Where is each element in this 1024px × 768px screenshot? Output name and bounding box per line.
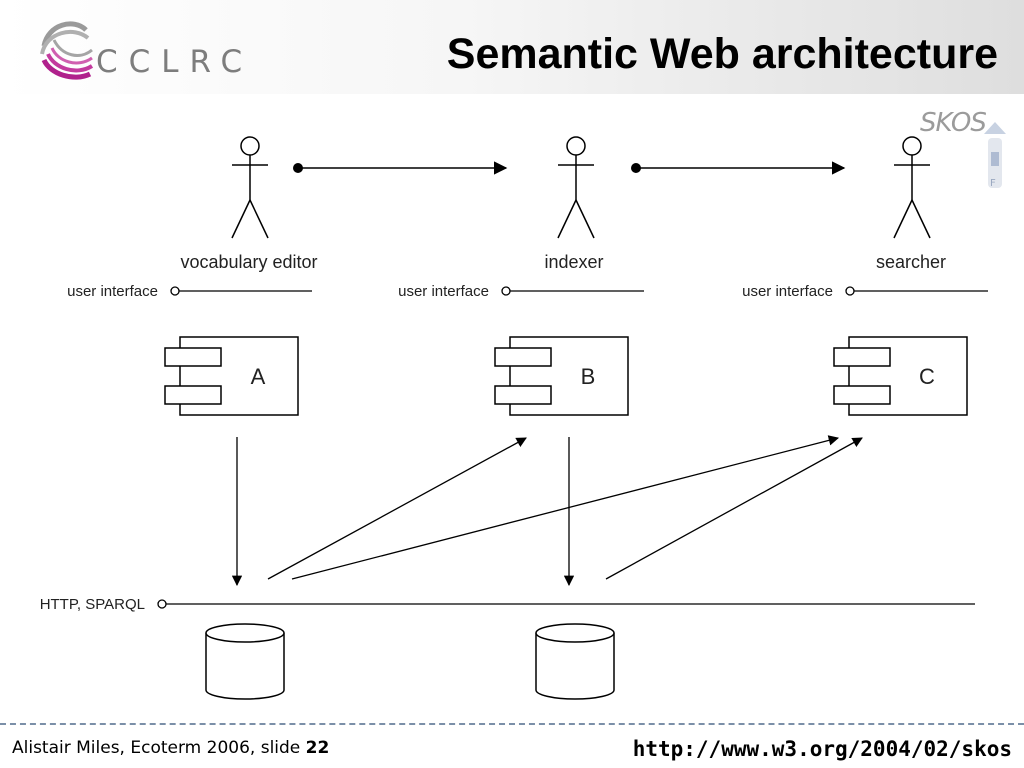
component-b xyxy=(494,336,629,416)
component-a xyxy=(164,336,299,416)
user-interface-label: user interface xyxy=(742,283,833,300)
page-title: Semantic Web architecture xyxy=(446,30,998,78)
slide-number: 22 xyxy=(305,738,330,758)
arrow-bus-to-c-from-a xyxy=(291,435,840,580)
actor-label-indexer: indexer xyxy=(544,252,603,272)
actor-label-searcher: searcher xyxy=(876,252,946,272)
slide-header: CCLRC Semantic Web architecture xyxy=(0,0,1024,94)
skos-logo-icon: F xyxy=(984,122,1006,189)
arrow-bus-to-b xyxy=(267,437,527,580)
data-store-a xyxy=(205,623,285,700)
data-store-b xyxy=(535,623,615,700)
footer-url[interactable]: http://www.w3.org/2004/02/skos xyxy=(632,737,1012,761)
bus-label: HTTP, SPARQL xyxy=(40,596,145,613)
footer-credit-text: Alistair Miles, Ecoterm 2006, slide xyxy=(12,738,301,758)
actor-vocabulary-editor xyxy=(231,136,269,239)
skos-badge-text: SKOS xyxy=(920,108,987,138)
component-label-a: A xyxy=(251,364,266,389)
flow-arrow-indexer-to-searcher xyxy=(631,161,846,175)
user-interface-a: user interface xyxy=(67,283,312,300)
component-c xyxy=(833,336,968,416)
user-interface-b: user interface xyxy=(398,283,644,300)
arrow-bus-to-c-from-b xyxy=(605,437,863,580)
footer-credit: Alistair Miles, Ecoterm 2006, slide 22 xyxy=(12,738,329,758)
footer-divider xyxy=(0,723,1024,725)
actor-indexer xyxy=(557,136,595,239)
skos-badge: SKOS F xyxy=(916,108,1012,192)
cclrc-logo: CCLRC xyxy=(34,16,244,88)
flow-arrow-editor-to-indexer xyxy=(293,161,508,175)
cclrc-swirl-icon xyxy=(40,21,94,80)
actor-searcher xyxy=(893,136,931,239)
user-interface-c: user interface xyxy=(742,283,988,300)
logo-text: CCLRC xyxy=(96,44,254,80)
svg-text:F: F xyxy=(990,178,996,189)
http-sparql-bus: HTTP, SPARQL xyxy=(40,596,975,613)
component-label-b: B xyxy=(581,364,596,389)
user-interface-label: user interface xyxy=(398,283,489,300)
component-label-c: C xyxy=(919,364,935,389)
actor-label-vocabulary-editor: vocabulary editor xyxy=(180,252,317,272)
user-interface-label: user interface xyxy=(67,283,158,300)
